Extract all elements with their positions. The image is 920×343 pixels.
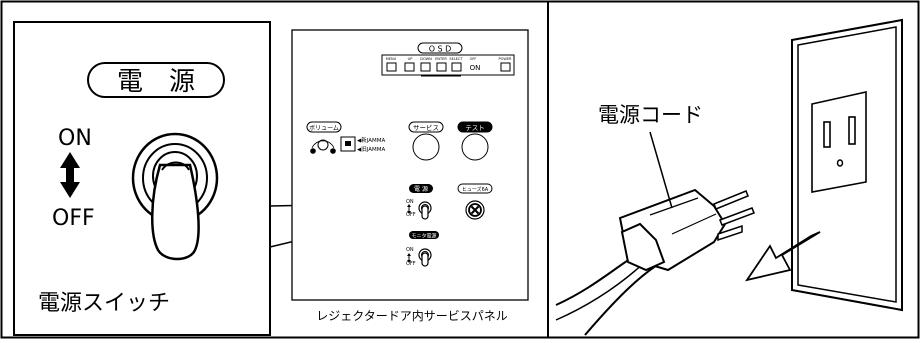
panel-power-arrow-icon: [407, 204, 411, 214]
jamma-new-label: ◀新JAMMA: [357, 136, 386, 144]
osd-up-label: UP: [408, 57, 413, 61]
osd-menu-label: MENU: [386, 57, 397, 61]
osd-badge: [417, 42, 463, 54]
jamma-switch-knob: [345, 141, 351, 146]
panel-power-on-label: ON: [406, 199, 414, 205]
service-label: サービス: [413, 123, 439, 132]
osd-down-button[interactable]: [420, 62, 431, 72]
osd-label: O S D: [429, 45, 452, 54]
power-switch-caption: 電源スイッチ: [38, 291, 170, 316]
pull-arrow-icon: [744, 231, 821, 282]
panel-power-off-label: OFF: [406, 212, 416, 218]
monitor-power-arrow-icon: [407, 253, 411, 263]
osd-led-indicator: ON: [470, 64, 481, 72]
cord-label-leader: [649, 131, 673, 209]
plug-strain-relief: [620, 222, 666, 272]
on-off-arrow-icon: [60, 152, 80, 198]
power-cord-scene: 電源コード: [555, 18, 903, 336]
on-label: ON: [58, 126, 92, 151]
monitor-power-off-label: OFF: [406, 261, 416, 267]
service-panel-caption: レジェクタードア内サービスパネル: [316, 309, 508, 323]
monitor-power-badge: [409, 231, 439, 239]
volume-badge: [306, 121, 342, 133]
test-button[interactable]: [461, 133, 489, 161]
fuse-holder-icon: [465, 200, 485, 220]
plug-ridge-2: [671, 213, 717, 235]
osd-power-button[interactable]: [500, 62, 511, 72]
osd-menu-button[interactable]: [386, 62, 397, 72]
panel-power-switch[interactable]: [418, 201, 432, 220]
test-label: テスト: [465, 124, 485, 132]
power-switch-callout: 電 源 ON OFF 電源スイッチ: [13, 21, 417, 336]
osd-enter-label: ENTER: [435, 57, 447, 61]
service-badge: [408, 121, 444, 133]
monitor-power-label: モニタ電源: [411, 233, 436, 240]
plug-prongs: [713, 190, 755, 242]
volume-label: ボリューム: [309, 124, 339, 132]
test-badge: [457, 121, 493, 133]
osd-down-label: DOWN: [420, 57, 432, 61]
osd-select-button[interactable]: [451, 62, 462, 72]
plug-ridge: [649, 197, 699, 216]
power-label-badge: [87, 62, 225, 98]
panel-power-badge: [409, 184, 433, 193]
osd-up-button[interactable]: [404, 62, 415, 72]
toggle-switch-icon: [131, 132, 219, 261]
fuse-badge: [457, 183, 493, 194]
power-label: 電 源: [117, 67, 195, 97]
cord-label: 電源コード: [598, 103, 703, 127]
monitor-power-switch[interactable]: [418, 248, 432, 267]
panel-power-label: 電 源: [414, 185, 428, 193]
cord-cable-edge: [555, 261, 646, 321]
wall-outlet-icon: [791, 18, 903, 312]
osd-board: [381, 54, 515, 76]
jamma-old-label: ◀旧JAMMA: [357, 146, 386, 153]
osd-enter-button[interactable]: [436, 62, 447, 72]
service-button[interactable]: [412, 133, 440, 161]
off-label: OFF: [52, 206, 95, 231]
osd-power-label: POWER: [499, 57, 513, 61]
volume-knob[interactable]: [310, 139, 336, 154]
service-panel: O S D MENU UP DOWN ENTER SELECT OFF POWE…: [291, 29, 529, 323]
osd-off-label: OFF: [470, 57, 477, 61]
fuse-label: ヒューズ6A: [462, 186, 489, 193]
osd-select-label: SELECT: [449, 57, 463, 61]
monitor-power-on-label: ON: [406, 247, 414, 253]
